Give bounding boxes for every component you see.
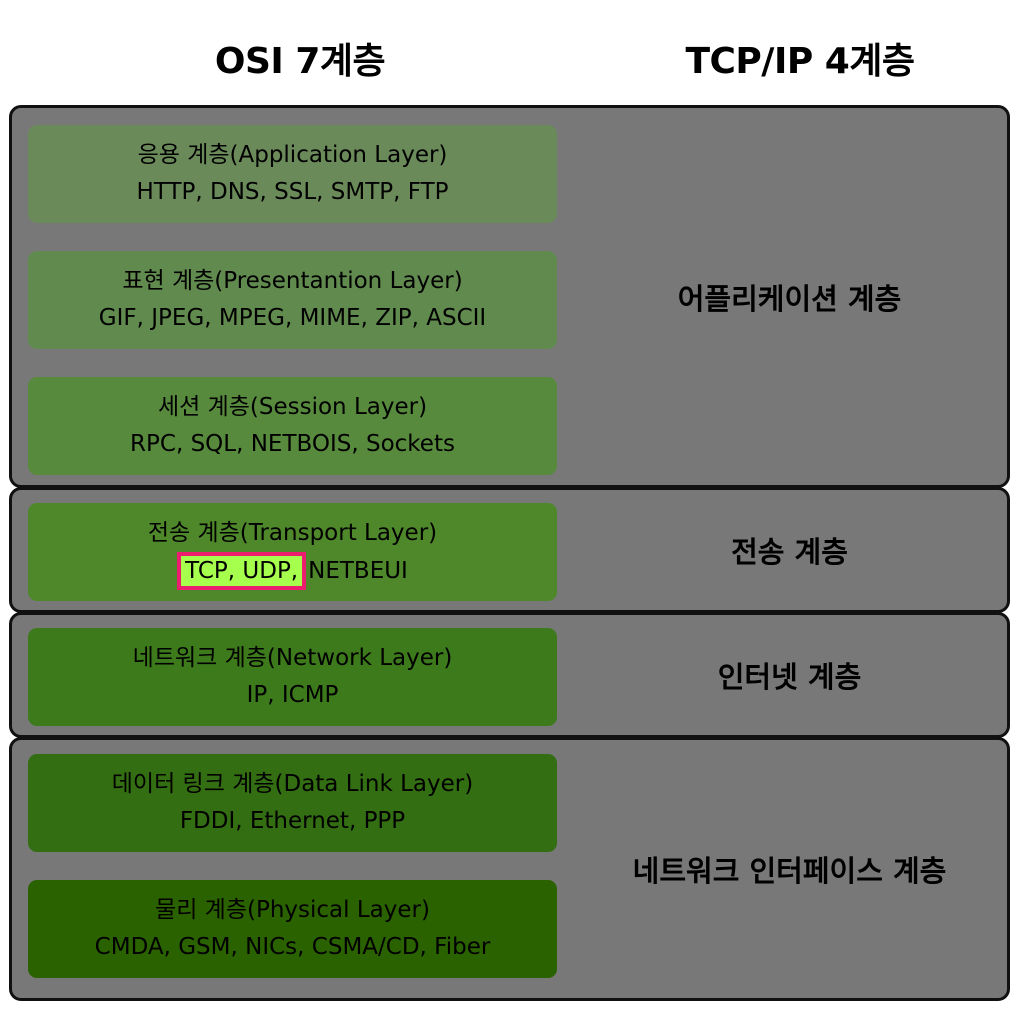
layer-name: 응용 계층(Application Layer) xyxy=(137,142,448,168)
layer-name: 물리 계층(Physical Layer) xyxy=(155,897,430,923)
layer-protocols: FDDI, Ethernet, PPP xyxy=(179,808,406,834)
layer-name: 네트워크 계층(Network Layer) xyxy=(132,645,453,671)
layer-protocols: TCP, UDP,NETBEUI xyxy=(177,551,408,590)
layer-name: 전송 계층(Transport Layer) xyxy=(147,519,438,546)
tcpip-layer-transport-label: 전송 계층 xyxy=(731,535,848,569)
osi-layer-application: 응용 계층(Application Layer) HTTP, DNS, SSL,… xyxy=(28,125,557,223)
osi-layer-presentation: 표현 계층(Presentantion Layer) GIF, JPEG, MP… xyxy=(28,251,557,349)
tcpip-layer-internet-label: 인터넷 계층 xyxy=(717,660,862,694)
layer-protocols: HTTP, DNS, SSL, SMTP, FTP xyxy=(136,179,449,205)
osi-model-title: OSI 7계층 xyxy=(214,41,386,82)
layer-protocols: RPC, SQL, NETBOIS, Sockets xyxy=(130,431,455,457)
osi-layer-physical: 물리 계층(Physical Layer) CMDA, GSM, NICs, C… xyxy=(28,880,557,978)
layer-protocols: IP, ICMP xyxy=(246,682,339,708)
layer-protocols: GIF, JPEG, MPEG, MIME, ZIP, ASCII xyxy=(98,305,487,331)
tcpip-model-title: TCP/IP 4계층 xyxy=(685,41,915,82)
osi-layer-session: 세션 계층(Session Layer) RPC, SQL, NETBOIS, … xyxy=(28,377,557,475)
osi-layer-network: 네트워크 계층(Network Layer) IP, ICMP xyxy=(28,628,557,726)
tcpip-layer-network-interface-label: 네트워크 인터페이스 계층 xyxy=(632,854,947,888)
layer-name: 표현 계층(Presentantion Layer) xyxy=(122,268,463,294)
osi-layer-data-link: 데이터 링크 계층(Data Link Layer) FDDI, Etherne… xyxy=(28,754,557,852)
remaining-protocols: NETBEUI xyxy=(308,557,408,584)
layer-protocols: CMDA, GSM, NICs, CSMA/CD, Fiber xyxy=(94,934,491,960)
layer-name: 데이터 링크 계층(Data Link Layer) xyxy=(111,771,474,797)
highlighted-protocols: TCP, UDP, xyxy=(177,551,307,590)
osi-layer-transport: 전송 계층(Transport Layer) TCP, UDP,NETBEUI xyxy=(28,503,557,601)
tcpip-layer-application-label: 어플리케이션 계층 xyxy=(677,281,902,316)
layer-name: 세션 계층(Session Layer) xyxy=(157,394,428,420)
